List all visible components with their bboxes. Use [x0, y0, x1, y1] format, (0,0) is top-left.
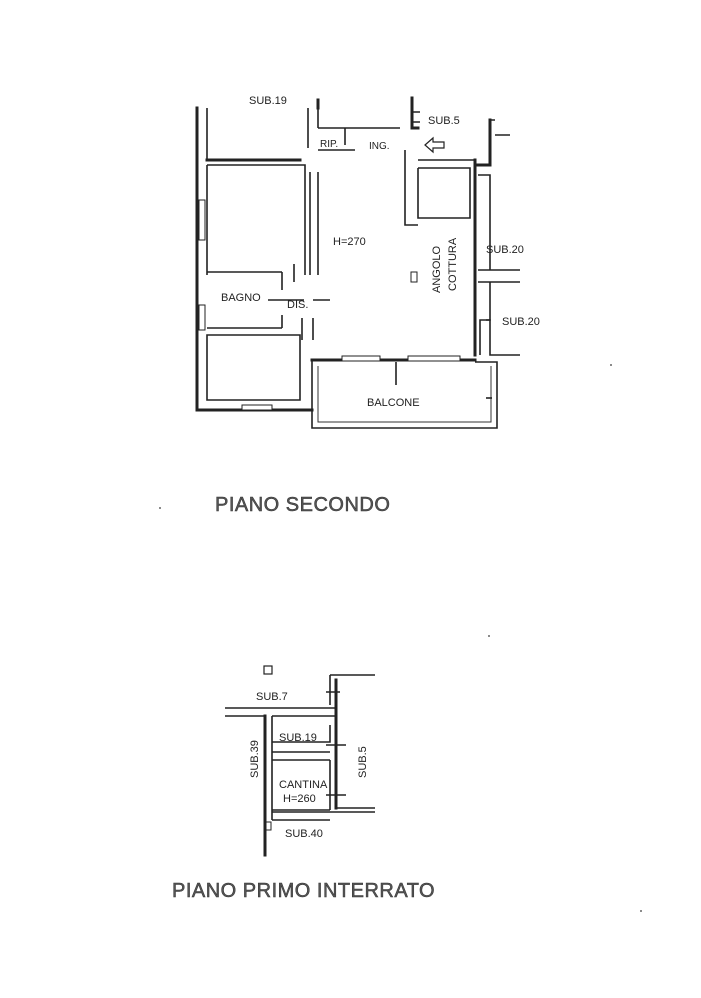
scan-speck [159, 507, 161, 509]
label-height: H=270 [333, 236, 366, 248]
scan-speck [610, 364, 612, 366]
second-floor-plan: SUB.19 SUB.5 RIP. ING. H=270 ANGOLO COTT… [195, 95, 540, 516]
basement-post [265, 821, 272, 831]
label-angolo: ANGOLO [431, 245, 443, 293]
basement-title: PIANO PRIMO INTERRATO [172, 880, 435, 902]
door-mark-bagno [268, 264, 304, 301]
wall-top-right [316, 96, 420, 130]
wall-right-outer [473, 118, 492, 357]
label-sub5-b: SUB.5 [357, 746, 369, 778]
wall-central-vertical [309, 172, 319, 275]
basement-corridor-top [225, 707, 336, 717]
wall-left-room-2 [206, 334, 301, 401]
basement-plan: SUB.7 SUB.39 SUB.19 SUB.5 CANTINA H=260 … [172, 665, 435, 902]
label-rip: RIP. [320, 139, 338, 150]
window-left-1 [198, 199, 206, 241]
wall-sub5-marks [412, 111, 420, 123]
basement-wall-top [329, 674, 375, 705]
label-ing: ING. [369, 141, 390, 152]
label-sub19-b: SUB.19 [279, 732, 317, 744]
label-sub39: SUB.39 [249, 740, 261, 778]
wall-rip-door [318, 128, 355, 151]
window-living-1 [341, 355, 381, 362]
label-balcone: BALCONE [367, 397, 420, 409]
floor2-title: PIANO SECONDO [215, 494, 390, 516]
label-cottura: COTTURA [447, 237, 459, 291]
wall-kitchen-shaft [404, 150, 471, 226]
label-sub7: SUB.7 [256, 691, 288, 703]
wall-central-partition [307, 108, 400, 148]
label-height-b: H=260 [283, 793, 316, 805]
window-living-2 [407, 355, 461, 362]
scan-speck [640, 910, 642, 912]
basement-marker [263, 665, 273, 675]
kitchen-fixture [410, 271, 418, 283]
label-sub19: SUB.19 [249, 95, 287, 107]
label-dis: DIS. [287, 299, 308, 311]
entrance-arrow-icon [424, 136, 445, 154]
wall-right-step-2 [486, 319, 520, 356]
label-sub5: SUB.5 [428, 115, 460, 127]
basement-wall-bottom [272, 807, 375, 821]
label-sub20-a: SUB.20 [486, 244, 524, 256]
wall-dis-right [301, 318, 314, 340]
label-cantina: CANTINA [279, 779, 328, 791]
balcony-outline [311, 360, 498, 429]
window-left-2 [198, 304, 206, 331]
basement-cellar-dividers [272, 725, 331, 811]
label-bagno: BAGNO [221, 292, 261, 304]
outer-wall-left [195, 106, 314, 412]
wall-left-room-1 [207, 164, 306, 275]
wall-right-step [478, 119, 520, 355]
window-bottom-left [241, 404, 273, 411]
label-sub40: SUB.40 [285, 828, 323, 840]
balcony-inner [317, 366, 492, 423]
label-sub20-b: SUB.20 [502, 316, 540, 328]
scan-speck [488, 635, 490, 637]
